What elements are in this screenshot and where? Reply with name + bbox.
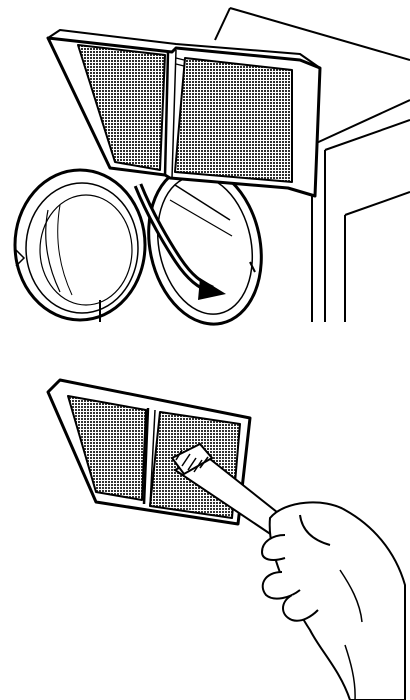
direction-arrow [138,185,226,300]
filter-removal-illustration [0,0,410,330]
open-door [15,170,145,322]
filter-cleaning-illustration [0,340,410,700]
filter-removal-panel [0,0,410,330]
filter-cleaning-panel [0,340,410,700]
lint-filter-removed [48,380,250,524]
hand [262,502,405,700]
